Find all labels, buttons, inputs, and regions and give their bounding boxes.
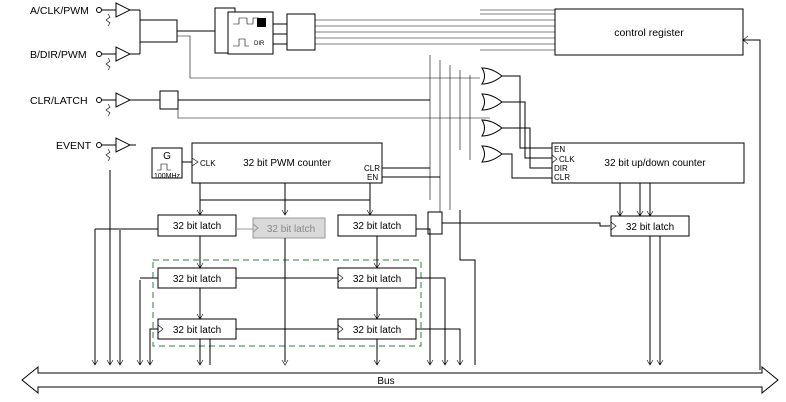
input-label-event: EVENT xyxy=(56,140,92,152)
latch-middle-left-label: 32 bit latch xyxy=(173,274,221,285)
latch-disabled-label: 32 bit latch xyxy=(267,224,315,235)
input-label-a-clk-pwm: A/CLK/PWM xyxy=(30,5,89,17)
input-pin-b xyxy=(96,51,102,57)
control-register-bus-link xyxy=(743,39,761,370)
updown-counter-dir-pin: DIR xyxy=(554,164,568,173)
control-register xyxy=(554,8,744,56)
pwm-latch-feeds xyxy=(199,183,651,216)
latch-bus-outputs xyxy=(94,170,661,365)
clock-frequency: 100MHz xyxy=(154,173,181,180)
clock-generator xyxy=(151,147,183,179)
latch-middle-right-label: 32 bit latch xyxy=(353,274,401,285)
input-label-clr-latch: CLR/LATCH xyxy=(30,95,88,107)
latch-top-left-label: 32 bit latch xyxy=(173,221,221,232)
input-pin-event xyxy=(96,142,102,148)
latch-bottom-left-label: 32 bit latch xyxy=(173,325,221,336)
gate-1 xyxy=(481,67,503,85)
pwm-counter-clr-pin: CLR xyxy=(364,164,380,173)
input-buffer-a xyxy=(115,2,132,18)
pwm-counter-clk-pin: CLK xyxy=(200,159,216,168)
output-mux-block xyxy=(286,13,316,51)
updown-counter-en-pin: EN xyxy=(554,145,565,154)
latch-disabled xyxy=(252,217,326,239)
updown-counter-label: 32 bit up/down counter xyxy=(604,158,706,169)
edge-detect-block xyxy=(227,11,274,55)
latch-chain-lines xyxy=(199,236,378,362)
input-buffer-b xyxy=(115,46,132,62)
latch-top-right-label: 32 bit latch xyxy=(353,221,401,232)
latch-top-left xyxy=(157,214,237,237)
input-buffer-clr xyxy=(115,92,132,108)
pwm-counter-label: 32 bit PWM counter xyxy=(243,158,331,169)
input-mux-clr xyxy=(159,90,179,110)
logic-gates xyxy=(481,67,503,163)
updown-counter-clr-pin: CLR xyxy=(554,173,570,182)
pwm-counter-en-pin: EN xyxy=(367,173,378,182)
updown-counter-clk-pin: CLK xyxy=(559,155,575,164)
control-lines xyxy=(177,35,490,225)
pwm-counter-clk-marker xyxy=(191,157,199,167)
pwm-counter xyxy=(191,142,383,184)
control-register-label: control register xyxy=(614,27,684,39)
mode-dir-label: DIR xyxy=(254,41,265,47)
clock-letter: G xyxy=(163,151,171,162)
input-pin-a xyxy=(96,7,102,13)
input-label-b-dir-pwm: B/DIR/PWM xyxy=(30,49,87,61)
edge-detect-indicator xyxy=(257,18,266,27)
latch-group-frame xyxy=(152,259,422,347)
gate-2 xyxy=(481,93,503,111)
input-mux-ab xyxy=(139,19,178,43)
input-filter-resistors xyxy=(105,13,111,162)
gate-4 xyxy=(481,145,503,163)
bus-arrow xyxy=(21,365,779,395)
input-buffer-event xyxy=(115,137,132,153)
updown-counter-clk-marker xyxy=(551,154,558,164)
updown-counter xyxy=(551,142,745,184)
latch-updown-label: 32 bit latch xyxy=(626,222,674,233)
input-pin-clr xyxy=(96,97,102,103)
control-register-inputs xyxy=(315,9,555,51)
bus-label: Bus xyxy=(377,376,394,387)
latch-bottom-right-label: 32 bit latch xyxy=(353,325,401,336)
gate-3 xyxy=(481,119,503,137)
